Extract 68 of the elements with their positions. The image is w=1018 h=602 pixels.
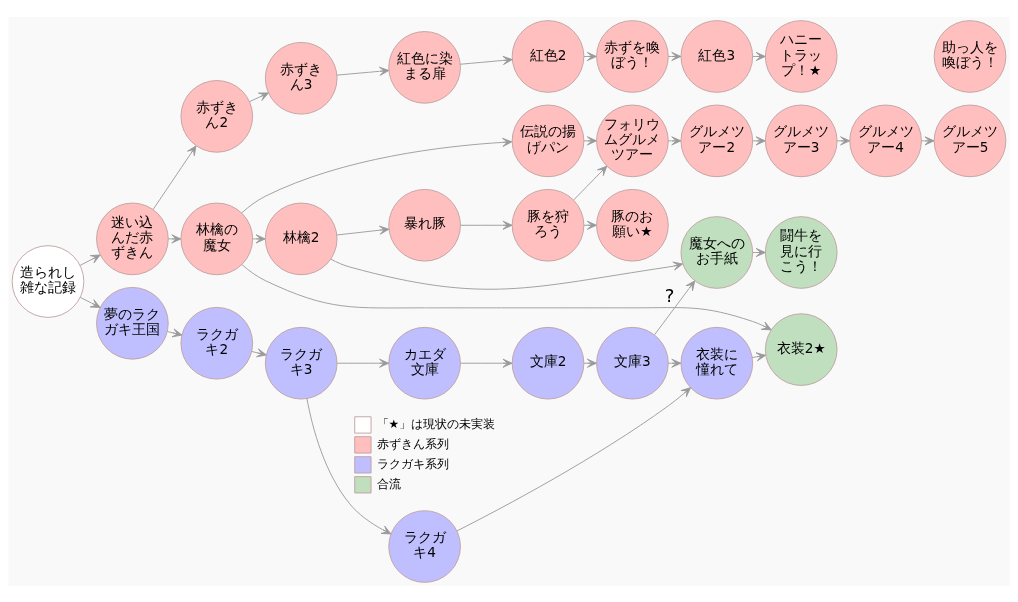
node-circle: 豚のお願い★ [596, 188, 669, 262]
node-circle: 助っ人を喚ぼう！ [933, 19, 1007, 93]
node-circle: 赤ずきん3 [264, 41, 338, 115]
arrow [241, 137, 513, 213]
arrow [836, 135, 851, 145]
node-circle: カエダ文庫 [388, 326, 461, 399]
legend-label: 赤ずきん系列 [376, 436, 449, 451]
arrow [241, 263, 772, 330]
node-circle: 衣装2★ [764, 312, 838, 386]
node-circle: ハニートラップ！★ [764, 19, 838, 93]
node-circle: グルメツアー2 [680, 104, 754, 177]
arrow [249, 92, 269, 102]
node-circle: グルメツアー4 [849, 104, 922, 177]
arrow [79, 254, 101, 266]
node-circle: 赤ずきん2 [180, 79, 254, 153]
node-circle: 夢のラクガキ王国 [96, 286, 169, 360]
node-circle: 紅色に染まる扉 [388, 30, 461, 104]
arrow [921, 135, 935, 145]
arrow [330, 258, 684, 290]
arrow [583, 135, 597, 145]
node-circle: 文庫3 [596, 326, 669, 399]
arrow [252, 233, 266, 243]
arrow [752, 247, 766, 257]
node-circle: ラクガキ4 [388, 509, 461, 583]
legend-label: 「★」は現状の未実装 [376, 416, 496, 431]
edge-label: ? [664, 284, 675, 306]
node-circle: 赤ずを喚ぼう！ [596, 19, 669, 93]
arrow [460, 358, 513, 368]
arrow [573, 165, 608, 200]
arrow [456, 386, 691, 531]
arrow [336, 66, 390, 76]
arrow [336, 225, 390, 235]
node-circle: ラクガキ3 [264, 326, 338, 399]
node-circle: 文庫2 [511, 326, 585, 399]
arrow [167, 233, 182, 243]
arrow [460, 220, 513, 230]
legend-label: ラクガキ系列 [376, 456, 449, 471]
node-circle: 紅色3 [680, 19, 754, 93]
arrow [583, 358, 597, 368]
arrow [336, 358, 390, 368]
arrow [166, 327, 183, 337]
arrow [667, 135, 682, 145]
arrow [751, 351, 767, 361]
arrow [752, 135, 766, 145]
arrow [654, 279, 696, 335]
arrow [306, 397, 392, 534]
node-circle: ラクガキ2 [180, 306, 254, 380]
arrow [152, 144, 197, 210]
arrow [459, 55, 513, 65]
arrow [752, 51, 766, 61]
node-circle: 豚を狩ろう [511, 188, 585, 262]
node-circle: 暴れ豚 [388, 188, 461, 262]
arrow [79, 296, 101, 308]
node-circle: グルメツアー5 [933, 104, 1007, 177]
node-circle: グルメツアー3 [764, 104, 838, 177]
arrow [667, 51, 682, 61]
legend-label: 合流 [376, 476, 401, 491]
node-circle: 闘牛を見に行こう！ [764, 215, 838, 289]
arrow [583, 220, 597, 230]
node-circle: 迷い込んだ赤ずきん [96, 202, 169, 275]
node-circle: 伝説の揚げパン [511, 104, 585, 177]
node-circle: 林檎2 [264, 202, 338, 275]
node-circle: 紅色2 [511, 19, 585, 93]
node-circle: 林檎の魔女 [180, 202, 254, 275]
arrow [667, 358, 682, 368]
arrow [251, 347, 267, 357]
node-circle: 造られし雑な記録 [11, 244, 85, 318]
arrow [583, 51, 597, 61]
